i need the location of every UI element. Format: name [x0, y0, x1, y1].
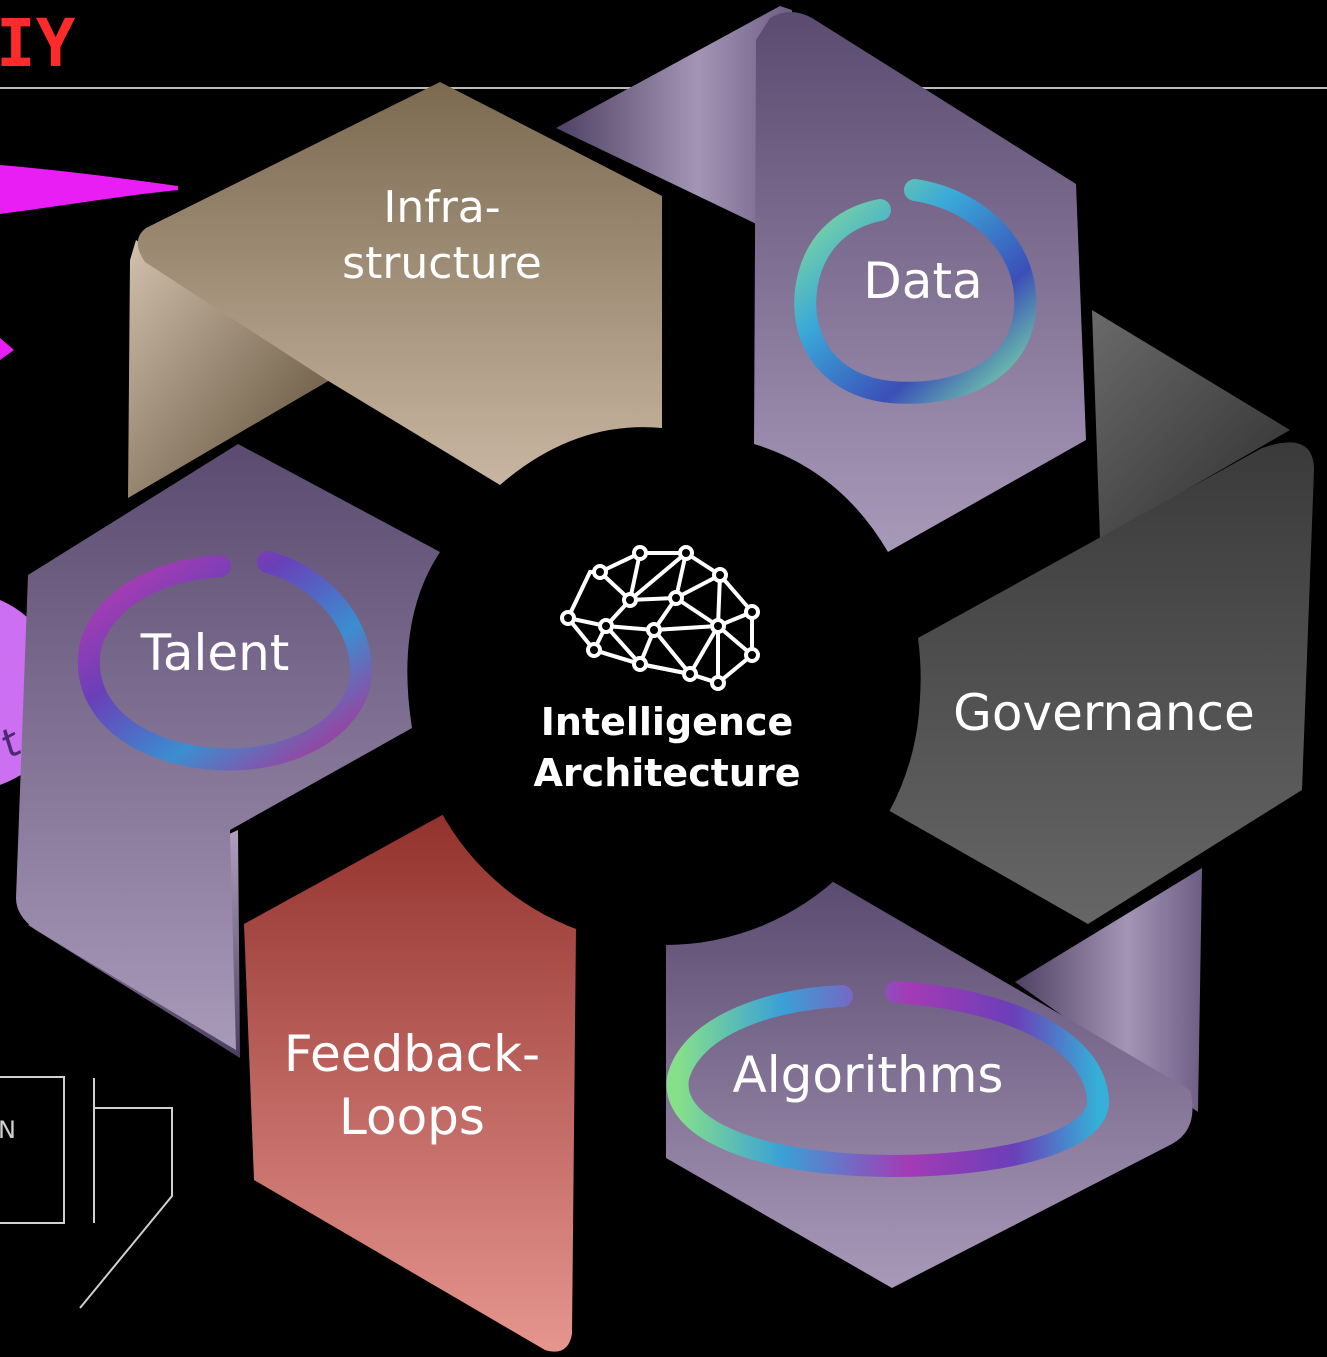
algorithms-label: Algorithms — [733, 1046, 1004, 1104]
magenta-swoosh — [0, 165, 178, 214]
algorithms-panel — [666, 880, 1193, 1288]
center-label-line2: Architecture — [534, 751, 801, 795]
feedback-loops-panel — [244, 814, 576, 1352]
center-hub — [410, 435, 920, 945]
data-panel — [754, 12, 1086, 552]
header-title-fragment: IY — [0, 5, 76, 82]
talent-glitter-circle — [77, 551, 372, 771]
center-label-line1: Intelligence — [541, 700, 794, 744]
governance-panel — [888, 442, 1314, 924]
feedback-loops-label-line2: Loops — [339, 1088, 485, 1146]
infrastructure-label-line1: Infra- — [383, 182, 500, 233]
infrastructure-label-line2: structure — [342, 238, 542, 289]
algorithms-glitter-circle — [666, 981, 1109, 1178]
governance-label: Governance — [953, 684, 1255, 742]
data-fold-flap — [556, 6, 792, 240]
feedback-loops-label-line1: Feedback- — [284, 1025, 540, 1083]
corner-logo-letter: N — [0, 1116, 16, 1144]
algorithms-fold-flap — [1015, 868, 1202, 1112]
brain-network-icon — [560, 545, 760, 691]
talent-label: Talent — [140, 624, 290, 682]
infrastructure-panel — [137, 82, 662, 485]
corner-logo-fragment — [0, 1076, 173, 1309]
magenta-tip — [0, 338, 14, 360]
data-label: Data — [863, 252, 982, 310]
governance-fold-flap — [1092, 310, 1290, 540]
data-glitter-circle — [794, 179, 1037, 404]
infrastructure-fold-flap — [128, 240, 330, 498]
